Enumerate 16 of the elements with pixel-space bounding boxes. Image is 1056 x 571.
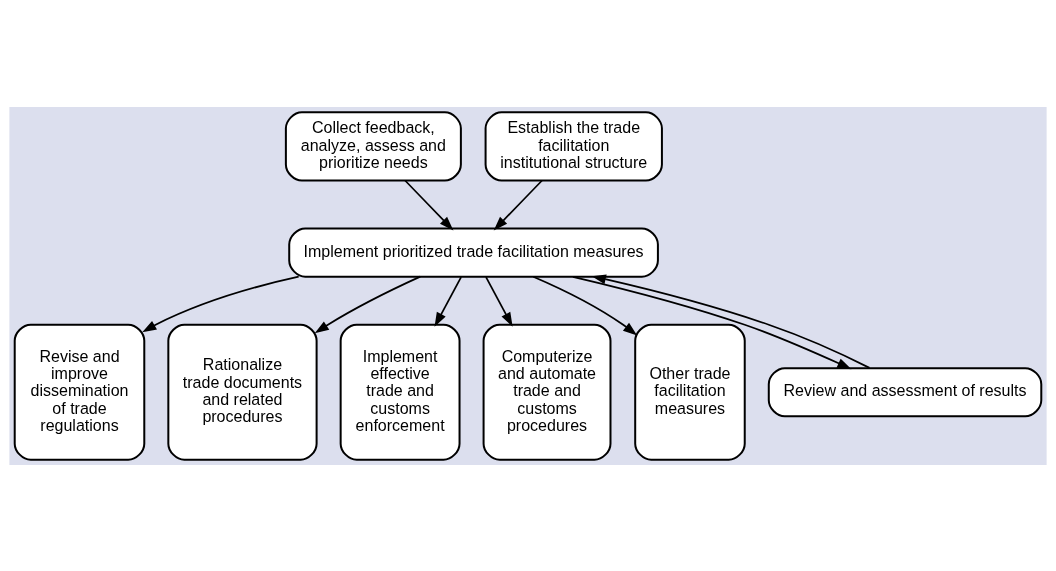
node-box: Rationalize trade documents and related procedures (167, 323, 318, 461)
arrow (434, 275, 462, 327)
node-box: Review and assessment of results (767, 366, 1043, 417)
arrow (532, 275, 638, 335)
node-box: Revise and improve dissemination of trade regulations (13, 323, 146, 461)
node-box: Computerize and automate trade and customs procedures (482, 323, 612, 461)
arrow (314, 275, 422, 333)
arrow (485, 275, 513, 327)
node-box: Collect feedback, analyze, assess and prioritize needs (284, 110, 462, 181)
node-box: Establish the trade facilitation institutional structure (484, 110, 663, 181)
node-box: Implement effective trade and customs enforcement (339, 323, 461, 461)
node-box: Other trade facilitation measures (634, 323, 746, 461)
arrow (142, 275, 300, 332)
node-box: Implement prioritized trade facilitation measures (288, 227, 659, 278)
arrow (493, 179, 543, 230)
arrow (404, 179, 454, 230)
